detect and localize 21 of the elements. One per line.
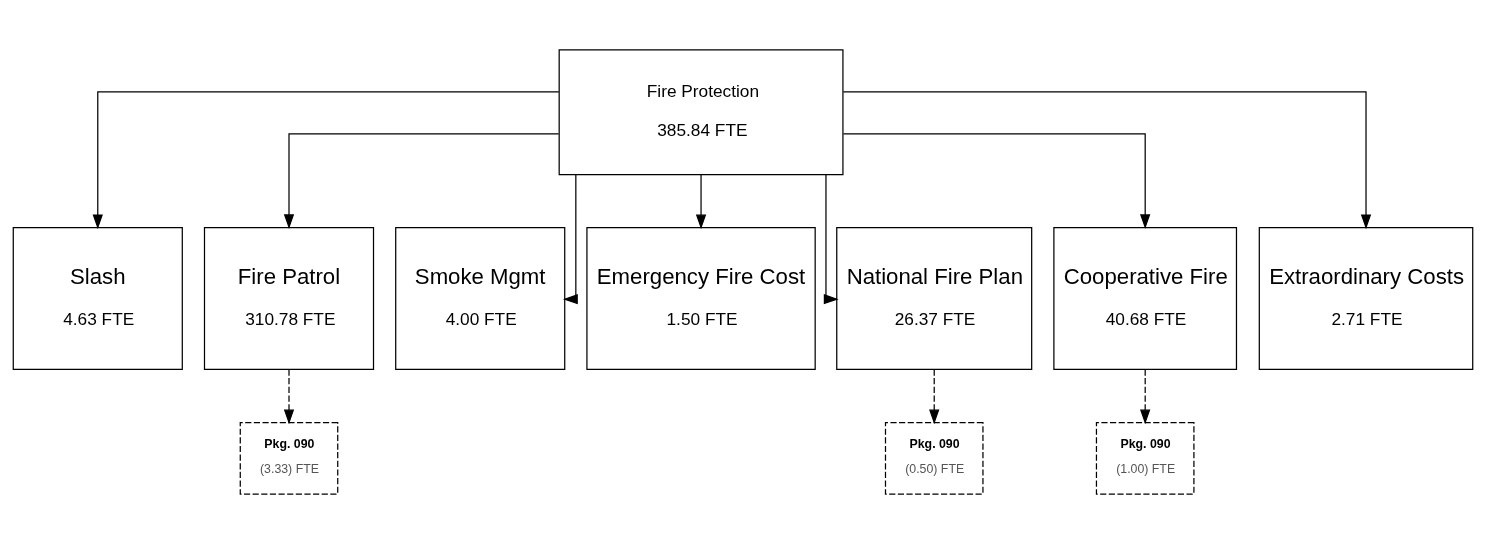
arrow <box>283 133 560 230</box>
arrow <box>92 91 560 230</box>
node-box: Pkg. 090 (1.00) FTE <box>1095 421 1195 495</box>
node-box: Fire Patrol 310.78 FTE <box>203 226 375 371</box>
arrow <box>842 91 1372 230</box>
arrow <box>929 368 940 425</box>
node-box: National Fire Plan 26.37 FTE <box>836 226 1033 371</box>
arrow <box>695 174 707 230</box>
arrow <box>1140 368 1151 425</box>
arrow <box>823 174 839 305</box>
node-box: Fire Protection 385.84 FTE <box>558 49 844 176</box>
node-box: Emergency Fire Cost 1.50 FTE <box>586 226 816 371</box>
node-box: Pkg. 090 (0.50) FTE <box>884 421 984 495</box>
node-box: Slash 4.63 FTE <box>12 226 183 371</box>
node-box: Smoke Mgmt 4.00 FTE <box>395 226 566 371</box>
arrow <box>842 133 1151 230</box>
node-box: Extraordinary Costs 2.71 FTE <box>1258 226 1474 371</box>
node-box: Cooperative Fire 40.68 FTE <box>1053 226 1238 371</box>
node-box: Pkg. 090 (3.33) FTE <box>239 421 339 495</box>
arrow <box>563 174 578 305</box>
arrow <box>283 368 295 425</box>
